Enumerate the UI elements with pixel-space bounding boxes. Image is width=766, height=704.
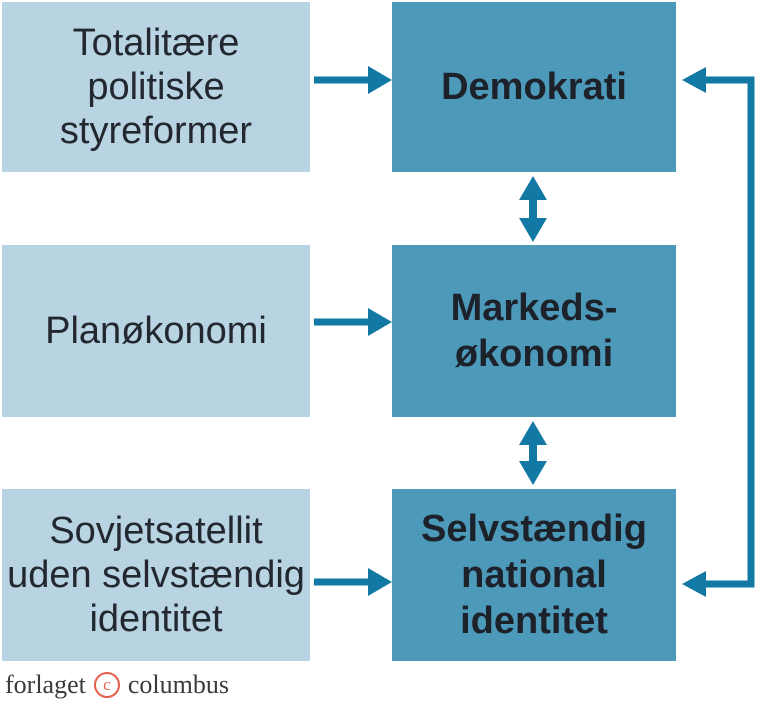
box-demokrati: Demokrati	[392, 2, 676, 172]
box-selvstaendig-identitet: Selvstændig national identitet	[392, 489, 676, 661]
box-text-line: økonomi	[454, 333, 614, 375]
box-text-line: Planøkonomi	[45, 310, 267, 352]
box-text-line: politiske	[87, 66, 225, 108]
box-text-line: styreformer	[59, 110, 253, 152]
box-text-line: uden selvstændig	[7, 554, 305, 596]
box-markedsoekonomi: Markeds- økonomi	[392, 245, 676, 417]
arrow-right-icon-planoekonomi-marked	[314, 308, 392, 336]
arrow-right-icon-styreformer-demokrati	[314, 66, 392, 94]
box-sovjetsatellit: Sovjetsatellit uden selvstændig identite…	[2, 489, 310, 661]
box-totalitaere-styreformer: Totalitære politiske styreformer	[2, 2, 310, 172]
feedback-bracket-arrow-icon	[682, 67, 755, 597]
box-text-line: Markeds-	[450, 287, 618, 329]
box-text-line: national	[461, 554, 607, 596]
box-text-line: Selvstændig	[421, 508, 647, 550]
box-text-line: identitet	[89, 598, 223, 640]
box-text-line: Sovjetsatellit	[49, 510, 263, 552]
arrow-right-icon-sovjet-identitet	[314, 568, 392, 596]
publisher-name-forlaget: forlaget	[5, 670, 86, 699]
box-text-line: Demokrati	[441, 66, 627, 108]
publisher-name-columbus: columbus	[127, 670, 229, 699]
box-text-line: Totalitære	[72, 22, 240, 64]
copyright-icon: c	[93, 672, 120, 698]
double-arrow-icon-demokrati-marked	[519, 176, 547, 242]
publisher-logo: forlaget c columbus	[5, 668, 229, 702]
double-arrow-icon-marked-identitet	[519, 421, 547, 485]
box-text-line: identitet	[460, 600, 608, 642]
box-planoekonomi: Planøkonomi	[2, 245, 310, 417]
